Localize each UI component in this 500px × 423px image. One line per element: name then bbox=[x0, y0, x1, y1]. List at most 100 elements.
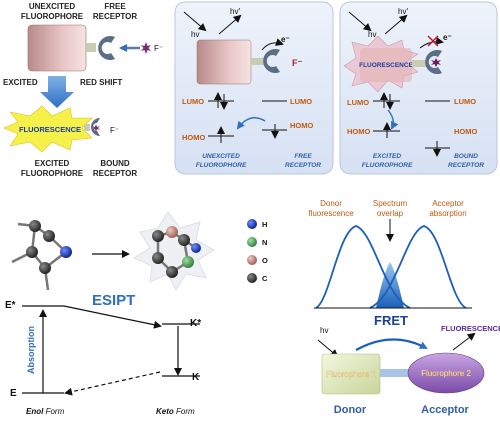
caption-left-1: UNEXCITED bbox=[202, 153, 240, 160]
linker bbox=[412, 60, 426, 67]
fluorescence-burst bbox=[3, 105, 93, 153]
lumo-right-label: LUMO bbox=[290, 97, 312, 106]
fluorophore-1-label: Fluorophore 1 bbox=[326, 370, 376, 379]
lumo-right-label: LUMO bbox=[454, 97, 476, 106]
receptor-icon bbox=[98, 36, 115, 60]
e-star-label: E* bbox=[5, 300, 16, 311]
bound-receptor-icon bbox=[91, 118, 100, 136]
pet-left-schematic: UNEXCITED FLUOROPHORE FREE RECEPTOR F⁻ E… bbox=[3, 2, 163, 178]
electron-label: e⁻ bbox=[443, 33, 452, 42]
fret-title: FRET bbox=[374, 313, 408, 328]
acceptor-absorption-label-1: Acceptor bbox=[432, 199, 464, 208]
anion-label: F⁻ bbox=[292, 58, 302, 68]
linker bbox=[86, 43, 96, 52]
atom-legend: H N O C bbox=[247, 219, 268, 283]
excited-side-label: EXCITED bbox=[3, 78, 38, 87]
enol-form-label: Enol Form bbox=[26, 407, 65, 416]
hv-prime-arrow bbox=[384, 14, 408, 35]
legend-n-label: N bbox=[262, 238, 267, 247]
excited-fluorophore-label-2: FLUOROPHORE bbox=[21, 169, 84, 178]
acceptor-absorption-curve bbox=[369, 225, 467, 309]
keto-molecule bbox=[133, 211, 215, 291]
bound-receptor-icon bbox=[425, 50, 442, 74]
electron-transfer-arrow bbox=[236, 117, 266, 130]
electron-arrow bbox=[419, 37, 444, 49]
acceptor-absorption-label-2: absorption bbox=[429, 209, 466, 218]
red-shift-label: RED SHIFT bbox=[80, 78, 122, 87]
e-label: E bbox=[10, 388, 17, 399]
fluorophore-box bbox=[360, 48, 412, 82]
hv-prime-label: hv′ bbox=[398, 7, 408, 16]
homo-right-label: HOMO bbox=[290, 121, 313, 130]
caption-left-2: FLUOROPHORE bbox=[196, 162, 247, 169]
hv-prime-arrow bbox=[218, 14, 242, 35]
enol-molecule bbox=[11, 220, 72, 291]
unexcited-fluorophore-label-2: FLUOROPHORE bbox=[21, 12, 84, 21]
fluorescence-label: FLUORESCENCE bbox=[359, 62, 413, 69]
legend-n-swatch bbox=[247, 237, 257, 247]
bound-receptor-label-1: BOUND bbox=[100, 159, 130, 168]
proton-transfer-arrow bbox=[63, 305, 162, 329]
caption-right-1: FREE bbox=[294, 153, 312, 160]
caption-right-2: RECEPTOR bbox=[448, 162, 484, 169]
keto-suffix: Form bbox=[174, 407, 195, 416]
anion-label: F⁻ bbox=[154, 44, 163, 53]
enol-word: Enol bbox=[26, 407, 44, 416]
acceptor-label: Acceptor bbox=[421, 404, 469, 416]
legend-h-swatch bbox=[247, 219, 257, 229]
hv-label: hv bbox=[191, 30, 199, 39]
red-shift-arrow bbox=[40, 76, 74, 108]
legend-o-label: O bbox=[262, 256, 268, 265]
legend-h-label: H bbox=[262, 220, 267, 229]
pet-panel-unexcited: hv hv′ e⁻ F⁻ LUMO LUMO HOMO HOMO UNEXCIT… bbox=[174, 1, 334, 175]
free-receptor-label-2: RECEPTOR bbox=[93, 12, 138, 21]
electron-arrow bbox=[261, 38, 284, 51]
panel-background bbox=[339, 1, 498, 175]
donor-fluorescence-label-1: Donor bbox=[320, 199, 342, 208]
hv-arrow bbox=[348, 11, 372, 32]
legend-o-swatch bbox=[247, 255, 257, 265]
keto-word: Keto bbox=[156, 407, 174, 416]
bound-anion-icon bbox=[92, 124, 100, 132]
legend-c-label: C bbox=[262, 274, 268, 283]
receptor-icon bbox=[263, 49, 280, 74]
free-receptor-label-1: FREE bbox=[104, 2, 126, 11]
keto-form-label: Keto Form bbox=[156, 407, 195, 416]
homo-right-label: HOMO bbox=[454, 127, 477, 136]
legend-c-swatch bbox=[247, 273, 257, 283]
fluorophore-2-label: Fluorophore 2 bbox=[421, 369, 471, 378]
donor-fluorescence-label-2: fluorescence bbox=[308, 209, 354, 218]
fret-linker bbox=[380, 369, 410, 377]
energy-transfer-arrow bbox=[355, 338, 428, 351]
caption-left-2: FLUOROPHORE bbox=[362, 162, 413, 169]
caption-left-1: EXCITED bbox=[373, 153, 401, 160]
bound-receptor-label-2: RECEPTOR bbox=[93, 169, 138, 178]
donor-emission-curve bbox=[315, 225, 411, 309]
fret-hv-label: hv bbox=[320, 326, 328, 335]
caption-right-1: BOUND bbox=[454, 153, 478, 160]
fret-fluorescence-label: FLUORESCENCE bbox=[441, 324, 500, 333]
fret-hv-arrow bbox=[317, 339, 339, 358]
fret-emission-arrow bbox=[452, 332, 476, 351]
back-transfer-arrow bbox=[64, 371, 161, 396]
linker-bound bbox=[84, 124, 90, 131]
fluorophore-2-ellipse bbox=[407, 352, 485, 394]
caption-right-2: RECEPTOR bbox=[285, 162, 321, 169]
absorption-label: Absorption bbox=[26, 326, 36, 374]
fluorescence-label: FLUORESCENCE bbox=[19, 125, 81, 134]
fret-section: Donor fluorescence Spectrum overlap Acce… bbox=[308, 199, 500, 416]
fluorophore-box bbox=[27, 24, 87, 72]
pet-panel-excited: hv hv′ FLUORESCENCE e⁻ LUMO LUMO HOMO HO… bbox=[339, 1, 498, 175]
k-label: K bbox=[192, 372, 200, 383]
homo-left-label: HOMO bbox=[347, 127, 370, 136]
lumo-left-label: LUMO bbox=[182, 97, 204, 106]
enol-suffix: Form bbox=[43, 407, 64, 416]
electron-label: e⁻ bbox=[281, 35, 290, 44]
excited-fluorophore-label-1: EXCITED bbox=[35, 159, 70, 168]
spectrum-overlap-label-2: overlap bbox=[377, 209, 404, 218]
esipt-title: ESIPT bbox=[92, 292, 135, 309]
panel-background bbox=[174, 1, 334, 175]
hv-arrow bbox=[183, 11, 207, 32]
